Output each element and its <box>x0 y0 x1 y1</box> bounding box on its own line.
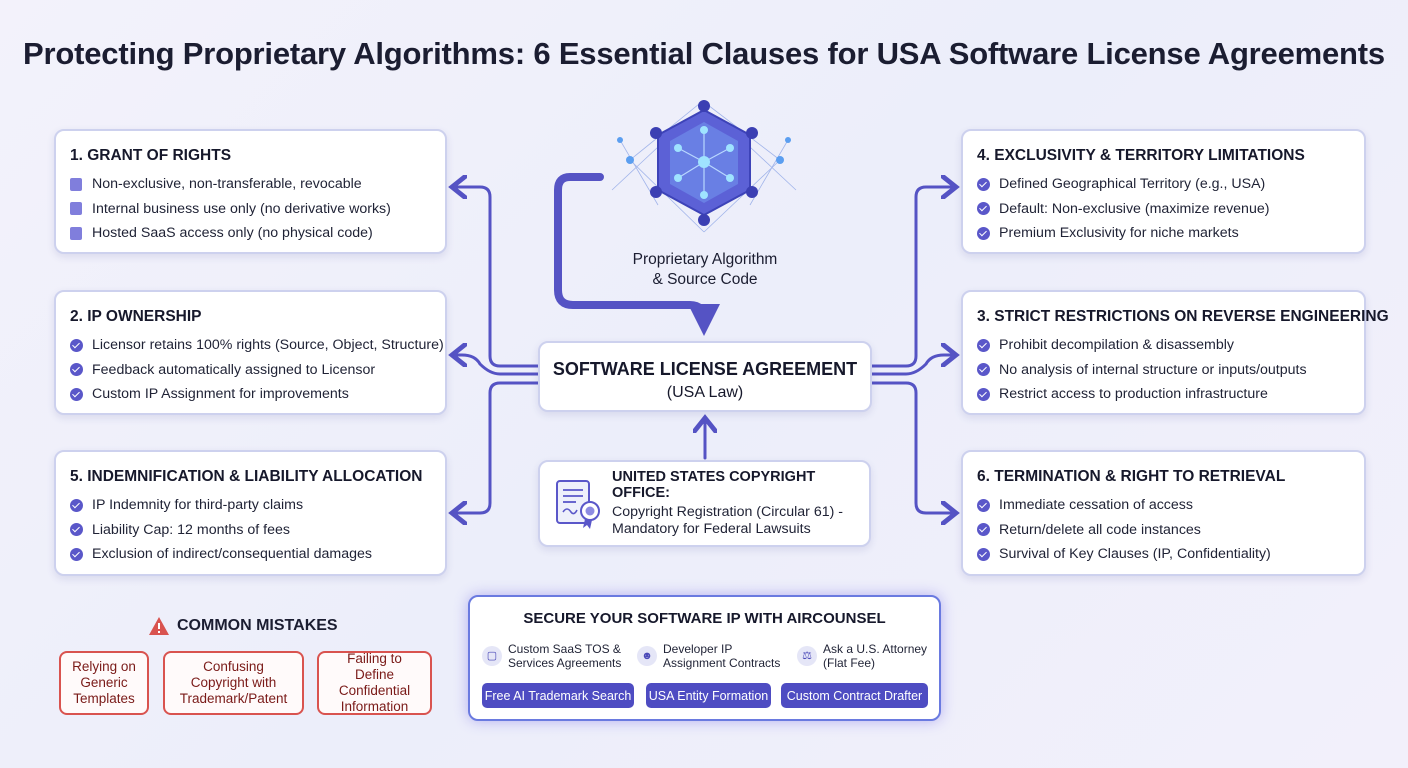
checkmark-bullet-icon <box>70 498 83 512</box>
copyright-office-card: UNITED STATES COPYRIGHT OFFICE: Copyrigh… <box>538 460 871 547</box>
clause-title: 5. INDEMNIFICATION & LIABILITY ALLOCATIO… <box>70 468 423 485</box>
arrow-to-grant <box>452 187 540 368</box>
free-ai-trademark-search-button[interactable]: Free AI Trademark Search <box>482 683 634 708</box>
list-item: Feedback automatically assigned to Licen… <box>70 358 431 383</box>
service-ask-attorney[interactable]: ⚖ Ask a U.S. Attorney (Flat Fee) <box>797 642 932 670</box>
license-icon <box>70 177 82 191</box>
service-saas-tos[interactable]: ▢ Custom SaaS TOS & Services Agreements <box>482 642 627 670</box>
mistake-item: Relying on Generic Templates <box>59 651 149 715</box>
clause-indemnification: 5. INDEMNIFICATION & LIABILITY ALLOCATIO… <box>54 450 447 576</box>
list-item: Hosted SaaS access only (no physical cod… <box>70 221 431 246</box>
list-item: Prohibit decompilation & disassembly <box>977 333 1350 358</box>
checkmark-bullet-icon <box>70 363 83 377</box>
clause-title: 1. GRANT OF RIGHTS <box>70 147 232 164</box>
clause-ip-ownership: 2. IP OWNERSHIP Licensor retains 100% ri… <box>54 290 447 415</box>
checkmark-bullet-icon <box>977 177 990 191</box>
checkmark-bullet-icon <box>977 547 990 561</box>
clause-grant-of-rights: 1. GRANT OF RIGHTS Non-exclusive, non-tr… <box>54 129 447 254</box>
usa-entity-formation-button[interactable]: USA Entity Formation <box>646 683 771 708</box>
checkmark-bullet-icon <box>70 338 83 352</box>
scales-icon: ⚖ <box>797 646 817 666</box>
list-item: No analysis of internal structure or inp… <box>977 358 1350 383</box>
checkmark-bullet-icon <box>70 547 83 561</box>
cloud-server-icon <box>70 226 82 240</box>
arrow-algorithm-to-license <box>554 173 720 336</box>
mistake-item: Confusing Copyright with Trademark/Paten… <box>163 651 304 715</box>
aircounsel-cta-panel: SECURE YOUR SOFTWARE IP WITH AIRCOUNSEL … <box>468 595 941 721</box>
algorithm-label-line-2: & Source Code <box>652 271 758 288</box>
cta-title: SECURE YOUR SOFTWARE IP WITH AIRCOUNSEL <box>523 610 886 627</box>
checkmark-bullet-icon <box>977 226 990 240</box>
document-lock-icon <box>70 202 82 216</box>
list-item: IP Indemnity for third-party claims <box>70 493 431 518</box>
checkmark-bullet-icon <box>977 498 990 512</box>
list-item: Premium Exclusivity for niche markets <box>977 221 1350 246</box>
checkmark-bullet-icon <box>977 387 990 401</box>
license-title: SOFTWARE LICENSE AGREEMENT <box>552 359 858 379</box>
list-item: Exclusion of indirect/consequential dama… <box>70 542 431 567</box>
algorithm-network-icon <box>611 100 797 233</box>
clause-title: 2. IP OWNERSHIP <box>70 308 202 325</box>
license-agreement-card: SOFTWARE LICENSE AGREEMENT (USA Law) <box>538 341 872 412</box>
copyright-office-title: UNITED STATES COPYRIGHT OFFICE: <box>612 469 816 501</box>
arrow-to-ip <box>452 355 540 376</box>
clause-reverse-engineering: 3. STRICT RESTRICTIONS ON REVERSE ENGINE… <box>961 290 1389 415</box>
checkmark-bullet-icon <box>977 338 990 352</box>
custom-contract-drafter-button[interactable]: Custom Contract Drafter <box>781 683 928 708</box>
service-ip-assignment[interactable]: ☻ Developer IP Assignment Contracts <box>637 642 787 670</box>
developer-icon: ☻ <box>637 646 657 666</box>
clause-title: 6. TERMINATION & RIGHT TO RETRIEVAL <box>977 468 1286 485</box>
certificate-icon <box>556 479 600 529</box>
algorithm-label-line-1: Proprietary Algorithm <box>632 251 778 268</box>
copyright-office-body: Copyright Registration (Circular 61) - M… <box>612 504 844 537</box>
list-item: Immediate cessation of access <box>977 493 1350 518</box>
checkmark-bullet-icon <box>977 363 990 377</box>
list-item: Non-exclusive, non-transferable, revocab… <box>70 172 431 197</box>
list-item: Licensor retains 100% rights (Source, Ob… <box>70 333 444 358</box>
list-item: Custom IP Assignment for improvements <box>70 382 431 407</box>
document-icon: ▢ <box>482 646 502 666</box>
checkmark-bullet-icon <box>70 523 83 537</box>
common-mistakes-heading: COMMON MISTAKES <box>148 616 338 636</box>
arrow-to-exclusivity <box>870 187 956 368</box>
list-item: Default: Non-exclusive (maximize revenue… <box>977 197 1350 222</box>
warning-icon <box>149 617 169 635</box>
arrow-to-reverse <box>870 355 956 376</box>
list-item: Survival of Key Clauses (IP, Confidentia… <box>977 542 1350 567</box>
mistake-item: Failing to Define Confidential Informati… <box>317 651 432 715</box>
checkmark-bullet-icon <box>977 523 990 537</box>
page-title: Protecting Proprietary Algorithms: 6 Ess… <box>23 36 1385 71</box>
list-item: Restrict access to production infrastruc… <box>977 382 1350 407</box>
license-subtitle: (USA Law) <box>666 384 744 401</box>
clause-title: 3. STRICT RESTRICTIONS ON REVERSE ENGINE… <box>977 308 1389 325</box>
list-item: Internal business use only (no derivativ… <box>70 197 431 222</box>
arrow-to-termination <box>870 381 956 513</box>
algorithm-label: Proprietary Algorithm & Source Code <box>605 250 805 290</box>
clause-exclusivity: 4. EXCLUSIVITY & TERRITORY LIMITATIONS D… <box>961 129 1366 254</box>
checkmark-bullet-icon <box>977 202 990 216</box>
list-item: Defined Geographical Territory (e.g., US… <box>977 172 1350 197</box>
arrow-to-indemnification <box>452 381 540 513</box>
clause-termination: 6. TERMINATION & RIGHT TO RETRIEVAL Imme… <box>961 450 1366 576</box>
list-item: Return/delete all code instances <box>977 518 1350 543</box>
clause-title: 4. EXCLUSIVITY & TERRITORY LIMITATIONS <box>977 147 1305 164</box>
checkmark-bullet-icon <box>70 387 83 401</box>
list-item: Liability Cap: 12 months of fees <box>70 518 431 543</box>
